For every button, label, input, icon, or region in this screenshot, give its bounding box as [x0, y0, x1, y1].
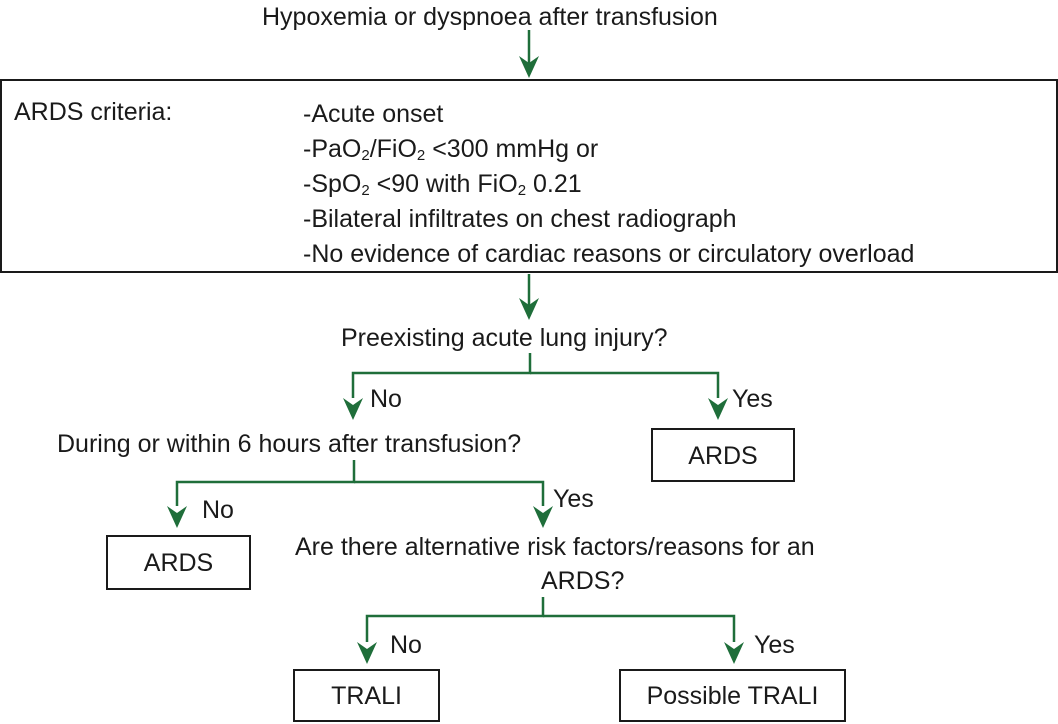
criteria-item: -SpO2 <90 with FiO2 0.21 — [303, 170, 582, 199]
connector-lines — [175, 30, 736, 642]
criteria-item: -Bilateral infiltrates on chest radiogra… — [303, 205, 737, 233]
q3-yes-label: Yes — [754, 631, 795, 659]
q2-branch-no-head — [167, 506, 187, 528]
result-possible-trali-box: Possible TRALI — [619, 669, 846, 722]
ards-criteria-box: ARDS criteria: -Acute onset -PaO2/FiO2 <3… — [0, 79, 1058, 273]
result-possible-trali-label: Possible TRALI — [646, 682, 819, 710]
q2-no-label: No — [202, 496, 234, 524]
q1-branch-yes-line — [530, 371, 720, 398]
start-node: Hypoxemia or dyspnoea after transfusion — [262, 3, 718, 31]
q2-branch-no-line — [175, 460, 356, 506]
question-alternative-risk-factors: Are there alternative risk factors/reaso… — [295, 533, 815, 561]
q2-branch-yes-line — [354, 480, 545, 506]
q3-branch-yes-line — [543, 614, 736, 642]
result-ards-label-1: ARDS — [688, 442, 758, 470]
arrowheads — [167, 56, 744, 664]
q1-branch-yes-head — [708, 398, 728, 420]
q1-yes-label: Yes — [732, 385, 773, 413]
result-ards-label-2: ARDS — [143, 549, 214, 577]
criteria-list: -Acute onset -PaO2/FiO2 <300 mmHg or -SpO2… — [303, 97, 914, 272]
question-alternative-risk-factors-line2: ARDS? — [541, 567, 625, 595]
criteria-item: -Acute onset — [303, 100, 444, 128]
question-within-6-hours: During or within 6 hours after transfusi… — [57, 430, 522, 458]
q1-no-label: No — [370, 385, 402, 413]
question-preexisting-lung-injury: Preexisting acute lung injury? — [341, 324, 668, 352]
arrow-start-to-criteria-head — [519, 56, 539, 78]
q3-branch-no-line — [365, 597, 545, 642]
q1-branch-no-line — [351, 353, 532, 398]
q2-branch-yes-head — [533, 506, 553, 528]
q3-branch-no-head — [357, 642, 377, 664]
arrow-criteria-to-q1-head — [519, 298, 539, 320]
q2-yes-label: Yes — [553, 485, 594, 513]
criteria-item: -PaO2/FiO2 <300 mmHg or — [303, 135, 599, 164]
result-ards-box-2: ARDS — [106, 535, 251, 590]
q1-branch-no-head — [343, 398, 363, 420]
q3-no-label: No — [390, 631, 422, 659]
q3-branch-yes-head — [724, 642, 744, 664]
result-trali-label: TRALI — [331, 682, 402, 710]
criteria-item: -No evidence of cardiac reasons or circu… — [303, 240, 915, 268]
result-trali-box: TRALI — [293, 669, 440, 722]
result-ards-box-1: ARDS — [651, 428, 795, 482]
criteria-title: ARDS criteria: — [14, 98, 173, 126]
